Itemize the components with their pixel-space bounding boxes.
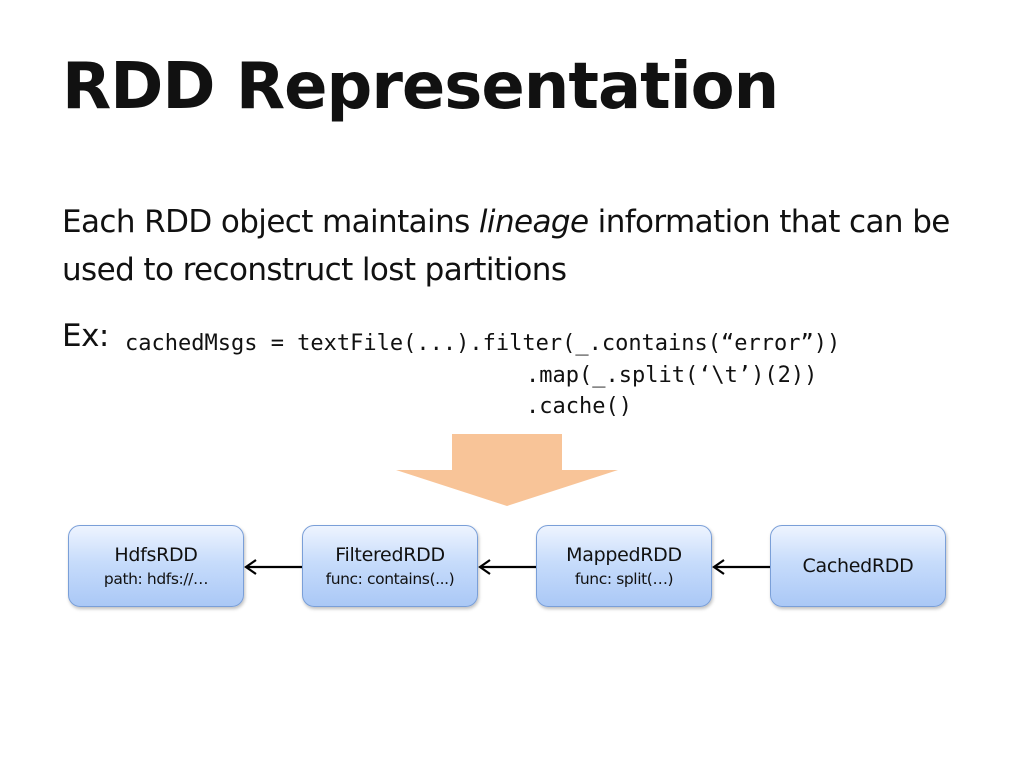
mapped-rdd-name: MappedRDD xyxy=(566,544,682,566)
filtered-rdd-detail: func: contains(...) xyxy=(325,570,455,588)
example-label: Ex: xyxy=(62,318,109,354)
cached-rdd-box: CachedRDD xyxy=(770,525,946,607)
code-line-2: .map(_.split(‘\t’)(2)) xyxy=(526,363,818,388)
left-arrow-icon xyxy=(712,559,771,575)
body-text-part-1: Each RDD object maintains xyxy=(62,204,479,240)
mapped-rdd-box: MappedRDD func: split(…) xyxy=(536,525,712,607)
hdfs-rdd-box: HdfsRDD path: hdfs://… xyxy=(68,525,244,607)
filtered-rdd-name: FilteredRDD xyxy=(335,544,445,566)
down-arrow-icon xyxy=(396,434,618,506)
down-arrow-shape xyxy=(396,434,618,506)
left-arrow-icon xyxy=(244,559,303,575)
code-line-1: cachedMsgs = textFile(...).filter(_.cont… xyxy=(125,331,841,356)
slide-title: RDD Representation xyxy=(62,50,779,124)
mapped-rdd-detail: func: split(…) xyxy=(574,570,674,588)
body-text-part-2: information that can be used to reconstr… xyxy=(62,204,950,288)
lineage-emphasis: lineage xyxy=(478,204,589,240)
cached-rdd-name: CachedRDD xyxy=(802,555,914,577)
left-arrow-icon xyxy=(478,559,537,575)
hdfs-rdd-detail: path: hdfs://… xyxy=(103,570,209,588)
code-line-3: .cache() xyxy=(526,394,632,419)
slide-body-text: Each RDD object maintains lineage inform… xyxy=(62,198,962,294)
filtered-rdd-box: FilteredRDD func: contains(...) xyxy=(302,525,478,607)
hdfs-rdd-name: HdfsRDD xyxy=(114,544,198,566)
